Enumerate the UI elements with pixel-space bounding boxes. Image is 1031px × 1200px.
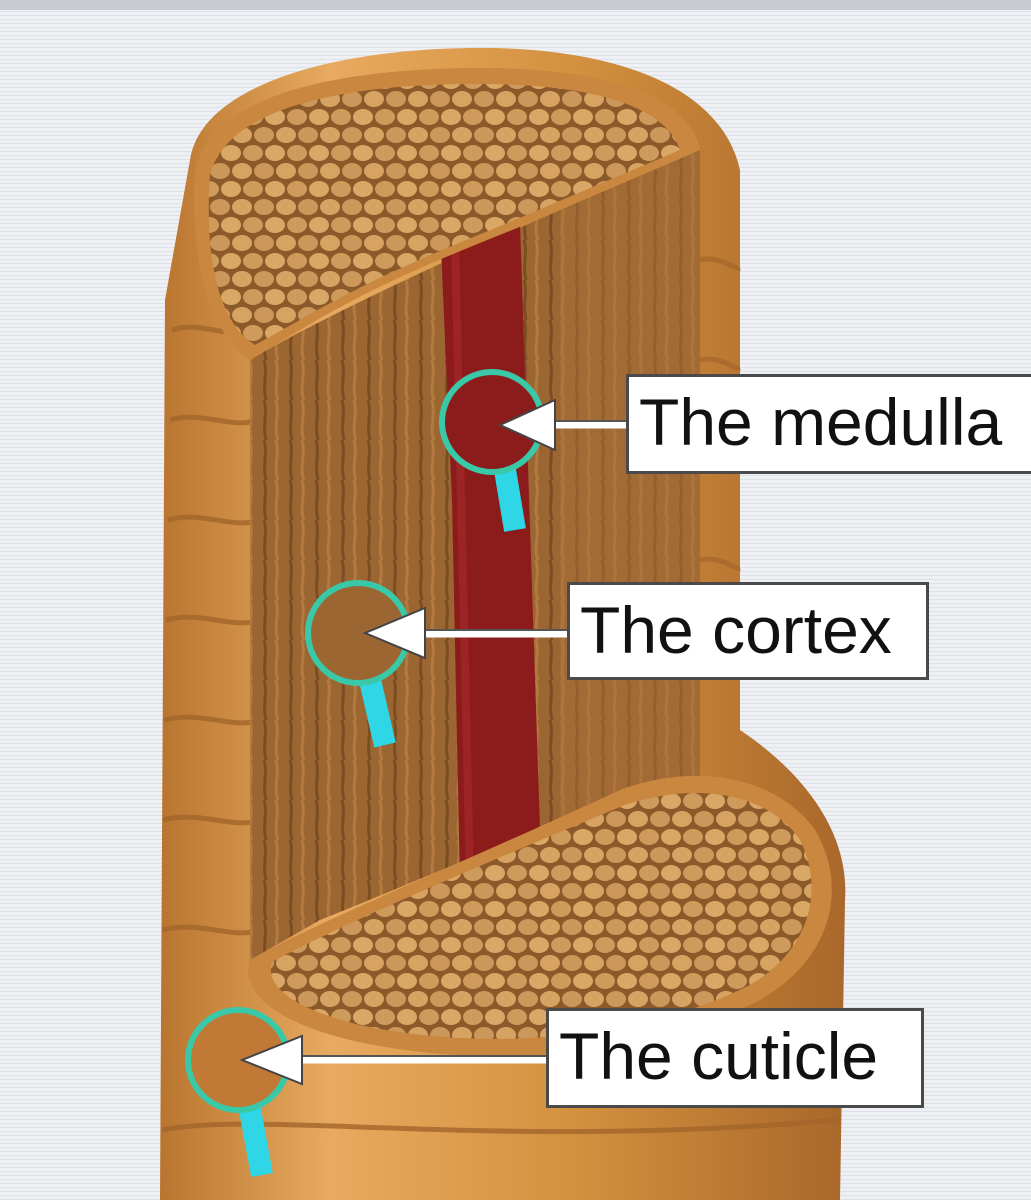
medulla-highlight xyxy=(451,239,474,881)
top-bar xyxy=(0,0,1031,10)
magnifier-icon xyxy=(185,1007,291,1177)
label-cuticle: The cuticle xyxy=(546,1008,924,1108)
top-cross-section xyxy=(194,67,700,360)
arrow-pointer-icon xyxy=(362,606,426,660)
arrow-pointer-icon xyxy=(497,398,556,452)
label-cortex: The cortex xyxy=(567,582,929,680)
arrow-pointer-icon xyxy=(239,1034,303,1086)
label-medulla: The medulla xyxy=(626,374,1031,474)
bottom-cross-section xyxy=(248,775,832,1057)
